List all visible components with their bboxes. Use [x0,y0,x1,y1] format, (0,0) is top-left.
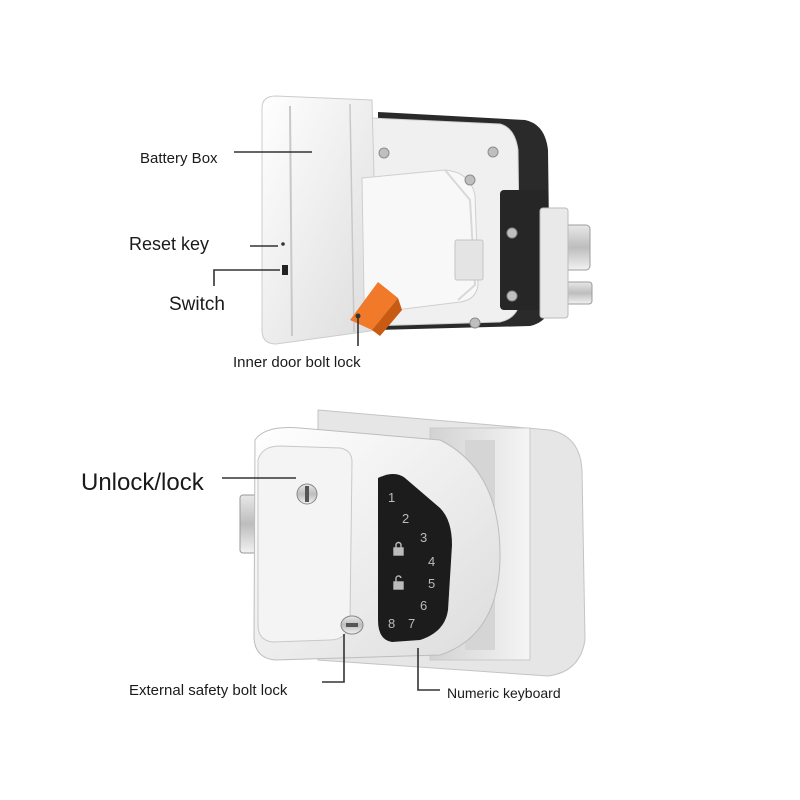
external-safety-bolt-lock-label: External safety bolt lock [129,682,288,699]
inner-door-bolt-lock-label: Inner door bolt lock [233,354,361,371]
switch-label: Switch [169,294,225,315]
inner-lock-unit [261,95,593,345]
keypad-key[interactable]: 5 [428,576,435,591]
numeric-keypad: 1 2 3 4 5 6 7 8 [388,490,435,631]
keypad-key[interactable]: 3 [420,530,427,545]
inner-door-bolt-lever[interactable] [350,282,398,330]
unlock-icon[interactable] [393,575,404,590]
reset-key-label: Reset key [129,234,210,254]
callout-lines [213,151,440,691]
keypad-key[interactable]: 4 [428,554,435,569]
keypad-key[interactable]: 2 [402,511,409,526]
keypad-panel [378,474,452,642]
outer-lock-unit [239,409,586,677]
unlock-lock-label: Unlock/lock [81,469,204,496]
keypad-key[interactable]: 6 [420,598,427,613]
lock-icon[interactable] [393,541,404,556]
keypad-key[interactable]: 8 [388,616,395,631]
numeric-keyboard-label: Numeric keyboard [447,685,561,701]
keypad-key[interactable]: 7 [408,616,415,631]
keypad-key[interactable]: 1 [388,490,395,505]
battery-box-label: Battery Box [140,150,218,167]
